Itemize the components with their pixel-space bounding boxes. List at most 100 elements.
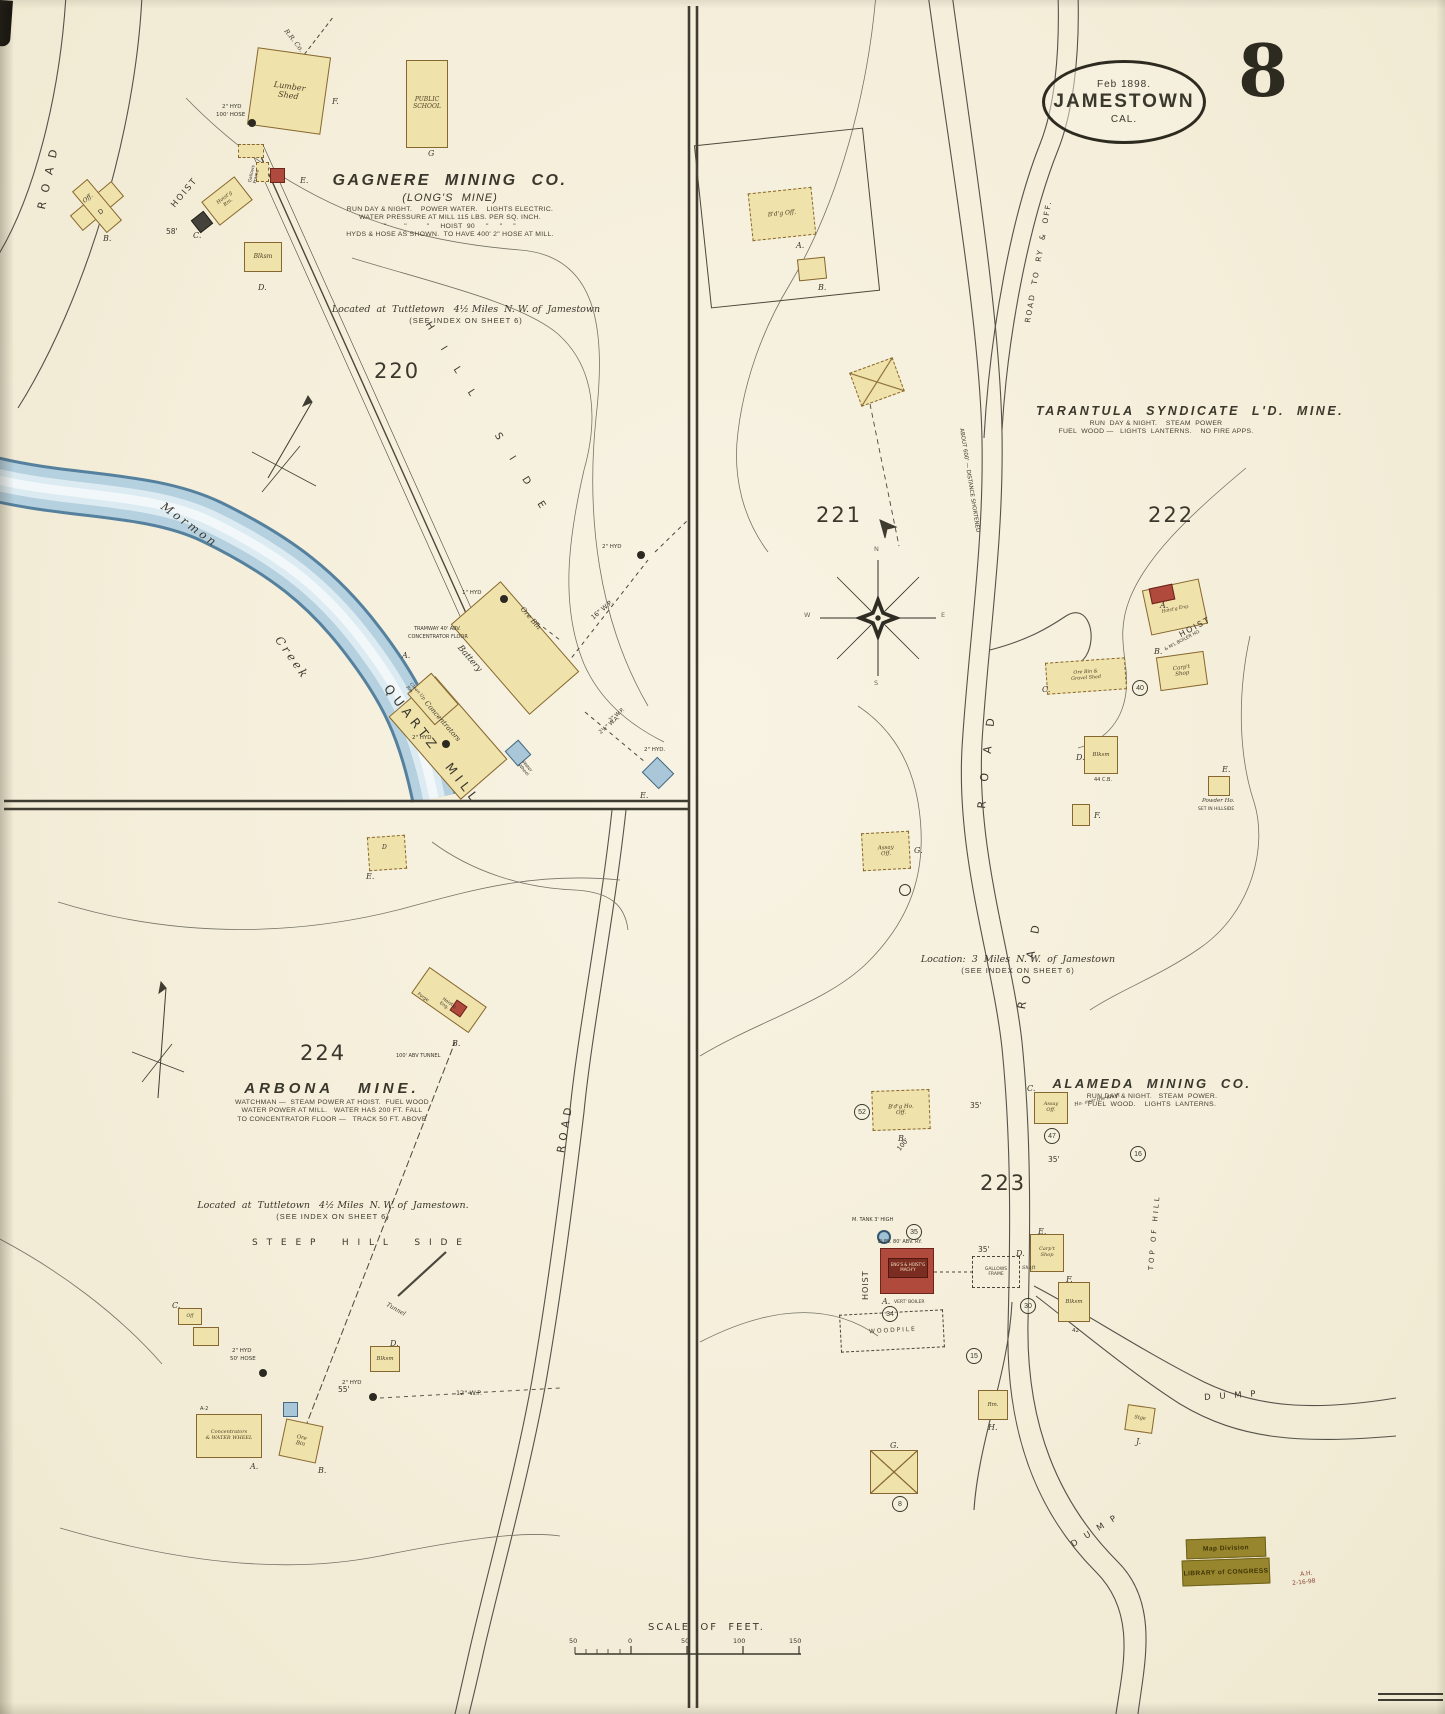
map-label: 42 [1072,1328,1079,1334]
roads [0,0,1397,1714]
building-label: PUBLIC SCHOOL [413,96,441,110]
compass-e: E [941,611,946,619]
room-223: Rm. [978,1390,1008,1420]
map-label: 1" HYD [462,590,482,596]
map-label: ELEV. 80' ABV. RY. [878,1239,922,1245]
map-label: 35' [978,1245,990,1254]
map-label: E. [640,791,649,800]
map-label: SET IN HILLSIDE [1198,807,1235,812]
powder-house [1208,776,1230,796]
public-school: PUBLIC SCHOOL [406,60,448,148]
note-line: FUEL WOOD — LIGHTS LANTERNS. NO FIRE APP… [1058,428,1254,435]
circled-number: 47 [1044,1128,1060,1144]
map-label: 2" HYD [342,1380,362,1386]
map-label: D. [258,283,267,292]
building-label: B'd'g Ho. Off. [887,1103,914,1117]
circled-number: 35 [906,1224,922,1240]
map-label: F. [1094,811,1101,820]
map-label: A. [1160,601,1169,610]
building-label: Rm. [987,1401,999,1408]
location-line: Location: 3 Miles N. W. of Jamestown [920,954,1116,965]
building-label: Blksm [253,252,273,260]
map-label: E. [366,872,375,881]
note-line: RUN DAY & NIGHT. POWER WATER. LIGHTS ELE… [346,205,554,213]
storage-223: Stge [1124,1404,1156,1434]
map-label: H. [988,1423,998,1432]
building-label: Blksm [376,1355,394,1362]
arbona-note: ARBONA MINE. WATCHMAN — STEAM POWER AT H… [226,1080,438,1123]
alameda-note: ALAMEDA MINING CO. RUN DAY & NIGHT. STEA… [1046,1076,1258,1108]
ore-bin-gravel-shed: Ore Bin & Gravel Shed [1044,657,1128,695]
alameda-title: ALAMEDA MINING CO. [1052,1076,1252,1091]
hydrant-dot [259,1369,267,1377]
map-label: 2" HYD [232,1348,252,1354]
map-label: C. [1027,1084,1036,1093]
map-label: B. [818,283,827,292]
map-title-oval: Feb 1898. JAMESTOWN CAL. [1042,60,1206,144]
map-label: CONCENTRATOR FLOOR [408,634,468,640]
circled-number: 52 [854,1104,870,1120]
hydrant-dot [442,740,450,748]
tarantula-note: TARANTULA SYNDICATE L'D. MINE. RUN DAY &… [1036,404,1345,436]
map-label: G. [914,846,923,855]
map-label: F. [1066,1275,1073,1284]
building-label: Carp't Shop [1172,663,1191,678]
map-label: B. [1154,647,1163,656]
building-label: Concentrators & WATER WHEEL [205,1429,253,1441]
gagnere-title: GAGNERE MINING CO. [332,172,568,189]
tarantula-title: TARANTULA SYNDICATE L'D. MINE. [1036,404,1345,418]
building-label: Blksm [1092,751,1110,758]
map-label: B. [103,234,112,243]
gagnere-subtitle: (LONG'S MINE) [402,192,498,204]
plat-220: 220 [374,359,421,383]
shed-e-small [270,168,285,183]
circled-number: 40 [1132,680,1148,696]
map-label: 12" W.P. [456,1389,483,1397]
map-label: B. [452,1039,461,1048]
building-label: W O O D P I L E [868,1325,916,1335]
hydrant-dot [500,595,508,603]
map-label: 58' [166,227,178,236]
note-line: WATER PRESSURE AT MILL 115 LBS. PER SQ. … [358,214,542,221]
circled-number: 16 [1130,1146,1146,1162]
building-label: ENG'S & HOIST'G MACH'Y [890,1262,926,1272]
map-label: E. [1222,765,1231,774]
map-label: D. [390,1339,399,1348]
note-line: " " " HOIST 90 " " " [384,222,516,230]
map-label: B. [318,1466,327,1475]
lumber-shed: Lumber Shed [246,47,332,135]
compass-n: N [874,545,879,553]
carpenter-shop-222: Carp't Shop [1155,650,1209,692]
map-label: D [382,844,387,851]
building-b-small [796,256,828,282]
map-label: D. [1016,1249,1025,1258]
gallows-shed-small [256,162,269,182]
map-label: 44 C.B. [1094,777,1113,783]
building-g-x [870,1450,918,1494]
assay-office-222: Assay Off. [861,830,911,872]
map-label: F. [332,97,339,106]
map-label: 2" HYD [412,735,432,741]
building-label: Lumber Shed [273,79,306,102]
boarding-office: B'd'g Off. [747,186,817,242]
steep-hillside-label: S T E E P H I L L S I D E [252,1238,465,1248]
map-label: A. [882,1297,891,1306]
blacksmith-2: Blksm [370,1346,400,1372]
plat-223: 223 [980,1171,1027,1195]
map-label: A. [250,1462,259,1471]
concentrators-2: Concentrators & WATER WHEEL [196,1414,262,1458]
scale-bar [574,1646,801,1655]
library-stamp-2: LIBRARY of CONGRESS [1181,1557,1271,1587]
gallows-frame: GALLOWS FRAME [972,1256,1020,1288]
gagnere-lines: RUN DAY & NIGHT. POWER WATER. LIGHTS ELE… [330,206,570,239]
lumber-small [238,144,264,158]
map-label: C. [1042,685,1051,694]
map-label: G [428,149,435,158]
building-f-222 [1072,804,1090,826]
compass-rose [820,560,936,676]
map-label: A. [402,651,411,660]
hydrant-dot [637,551,645,559]
carpenter-shop-223: Carp't Shop [1030,1234,1064,1272]
building-label: Blksm [1065,1298,1083,1305]
